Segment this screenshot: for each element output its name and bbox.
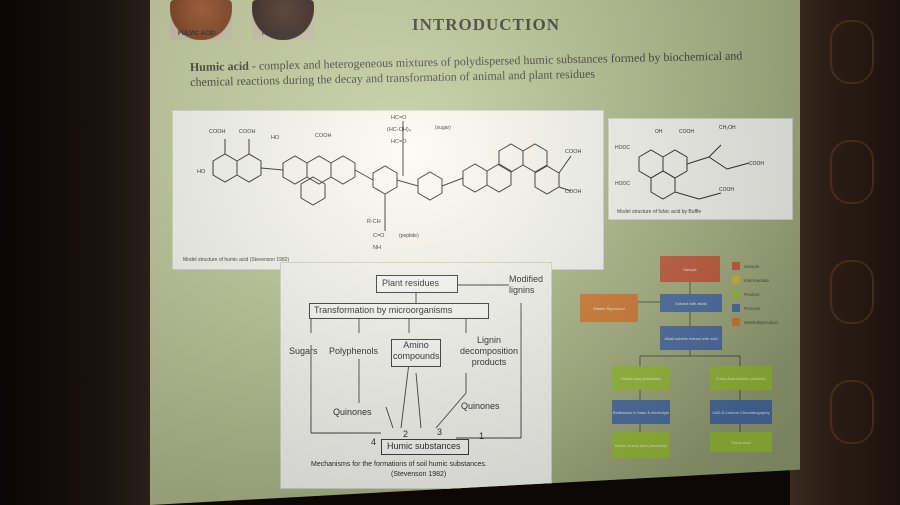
svg-text:HC=O: HC=O (391, 115, 407, 121)
pathway-4-label: 4 (371, 437, 377, 447)
transformation-box (309, 303, 489, 319)
flow-byproduct-box: Waste/ Byproduct (580, 294, 638, 322)
polyphenols-label: Polyphenols (329, 346, 379, 356)
flow-sample-box: Sample (660, 256, 720, 282)
fulvic-acid-structure-panel: HOOC OH COOH CH₂OH COOH HOOC COOH Model stru… (608, 118, 793, 220)
legend-process: Process (744, 306, 761, 311)
wall-ornament (830, 20, 874, 84)
legend-waste: Waste/Byproduct (744, 320, 779, 325)
intro-term: Humic acid (189, 58, 250, 75)
intro-paragraph: Humic acid - complex and heterogeneous m… (190, 48, 771, 90)
legend-sample: Sample (744, 264, 760, 269)
flow-soluble-extract-box: Alkali soluble extract with acid (660, 326, 722, 350)
wall-ornament (830, 380, 874, 444)
flow-extract-box: Extract with alkali (660, 294, 722, 312)
room-wall-left (0, 0, 150, 505)
svg-text:COOH: COOH (315, 133, 332, 139)
flow-brown-humic-box: Brown Humic Acid (insoluble) (612, 432, 670, 458)
legend-swatch-sample (732, 262, 740, 270)
svg-text:COOH: COOH (749, 161, 764, 167)
pathway-2-label: 2 (403, 429, 409, 439)
intro-definition: - complex and heterogeneous mixtures of … (190, 48, 743, 90)
svg-text:C=O: C=O (373, 233, 385, 239)
svg-text:R-CH: R-CH (367, 219, 381, 225)
projected-slide: FULVIC ACID HUMIC ACID INTRODUCTION Humi… (150, 0, 800, 505)
svg-text:COOH: COOH (565, 189, 582, 195)
svg-text:HOOC: HOOC (615, 181, 630, 187)
svg-text:NH: NH (373, 245, 381, 251)
lignin-products-label: Lignin decomposition products (459, 335, 519, 367)
svg-text:HC=O: HC=O (391, 139, 407, 145)
flow-fulvic-fraction-box: Fulvic Acid fraction (soluble) (710, 366, 772, 390)
fulvic-acid-label: FULVIC ACID (178, 31, 216, 37)
transformation-label: Transformation by microorganisms (314, 305, 453, 315)
amino-compounds-label: Amino compounds (393, 340, 440, 361)
peptide-label: (peptide) (399, 233, 419, 239)
legend-intermediate: Intermediate (744, 278, 770, 283)
plant-residues-box (376, 275, 458, 293)
svg-text:COOH: COOH (565, 149, 582, 155)
quinones-left-label: Quinones (333, 407, 372, 417)
flow-chromatography-box: XAD-8 Column Chromatography (710, 400, 772, 424)
fulvic-acid-photo (170, 0, 232, 40)
svg-text:HOOC: HOOC (615, 145, 630, 151)
svg-text:(HC-OH)₄: (HC-OH)₄ (387, 127, 412, 133)
legend-product: Product (744, 292, 760, 297)
svg-text:OH: OH (655, 129, 663, 135)
humic-formation-mechanism-diagram: Plant residues Modified lignins Transfor… (280, 262, 552, 489)
svg-text:COOH: COOH (719, 187, 734, 193)
svg-text:COOH: COOH (209, 129, 226, 135)
humic-acid-photo (252, 0, 314, 40)
legend-swatch-process (732, 304, 740, 312)
svg-text:HO: HO (271, 135, 280, 141)
sugar-label: (sugar) (435, 125, 451, 131)
sugars-label: Sugars (289, 346, 318, 356)
pathway-1-label: 1 (479, 431, 485, 441)
plant-residues-label: Plant residues (382, 278, 440, 288)
wall-ornament (830, 140, 874, 204)
humic-structure-caption: Model structure of humic acid (Stevenson… (183, 257, 290, 263)
flow-redissolve-box: Redissolve in base & electrolyte (612, 400, 670, 424)
slide-title: INTRODUCTION (412, 15, 561, 34)
mechanism-caption: Mechanisms for the formations of soil hu… (311, 461, 487, 468)
legend-swatch-waste (732, 318, 740, 326)
amino-compounds-box (391, 339, 441, 367)
mechanism-arrows (310, 284, 522, 439)
fulvic-structure-caption: Model structure of fulvic acid by Buffle (617, 209, 702, 215)
mechanism-source: (Stevenson 1982) (391, 471, 447, 478)
legend-swatch-product (732, 290, 740, 298)
flow-fulvic-acid-box: Fulvic Acid (710, 432, 772, 452)
quinones-right-label: Quinones (461, 401, 500, 411)
svg-text:HO: HO (197, 169, 206, 175)
legend-swatch-intermediate (732, 276, 740, 284)
svg-text:COOH: COOH (239, 129, 256, 135)
humic-acid-label: HUMIC ACID (262, 31, 298, 37)
svg-text:COOH: COOH (679, 129, 694, 135)
humic-substances-label: Humic substances (387, 441, 461, 451)
svg-text:CH₂OH: CH₂OH (719, 125, 736, 131)
fulvic-acid-molecule: HOOC OH COOH CH₂OH COOH HOOC COOH (615, 125, 764, 200)
room-wall-right (790, 0, 900, 505)
wall-ornament (830, 260, 874, 324)
humic-substances-box (381, 439, 469, 455)
flow-humic-precipitate-box: Humic Acid (insoluble) (612, 366, 670, 390)
modified-lignins-label: Modified lignins (509, 274, 544, 295)
pathway-3-label: 3 (437, 427, 443, 437)
